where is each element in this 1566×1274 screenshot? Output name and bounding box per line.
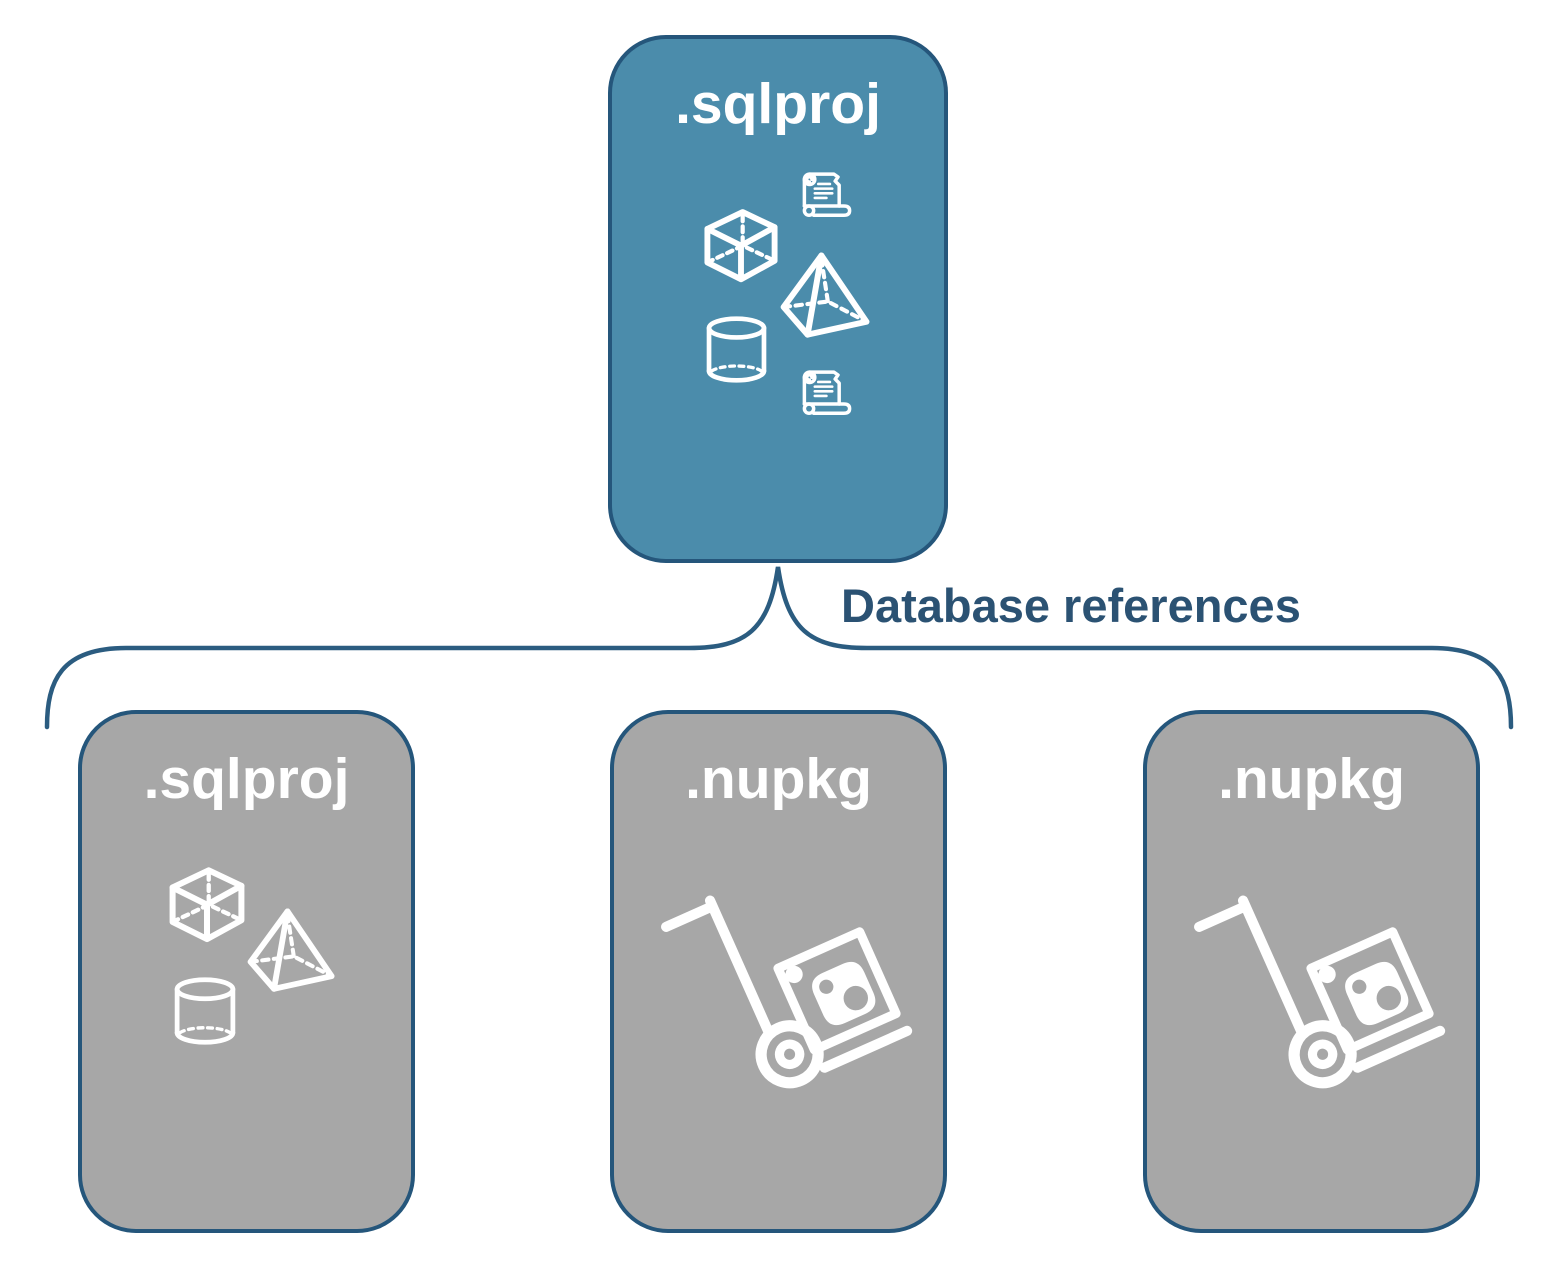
- connector-label: Database references: [841, 579, 1301, 632]
- package-dolly-icon: [660, 850, 914, 1104]
- package-dolly-icon: [1193, 850, 1447, 1104]
- card-title: .nupkg: [685, 747, 872, 811]
- cube-icon: [699, 202, 783, 286]
- card-title: .sqlproj: [675, 72, 881, 136]
- cylinder-icon: [171, 972, 239, 1050]
- pyramid-icon: [775, 250, 877, 342]
- card-title: .nupkg: [1218, 747, 1405, 811]
- card-title: .sqlproj: [143, 747, 350, 811]
- cube-icon: [164, 860, 250, 946]
- cylinder-icon: [703, 311, 770, 388]
- sqlproj-reference-card: .sqlproj: [78, 710, 415, 1233]
- script-scroll-icon: [802, 370, 852, 416]
- nupkg-reference-card: .nupkg: [1143, 710, 1480, 1233]
- script-scroll-icon: [802, 172, 852, 218]
- sqlproj-root-card: .sqlproj: [608, 35, 948, 563]
- nupkg-reference-card: .nupkg: [610, 710, 947, 1233]
- pyramid-icon: [242, 906, 342, 996]
